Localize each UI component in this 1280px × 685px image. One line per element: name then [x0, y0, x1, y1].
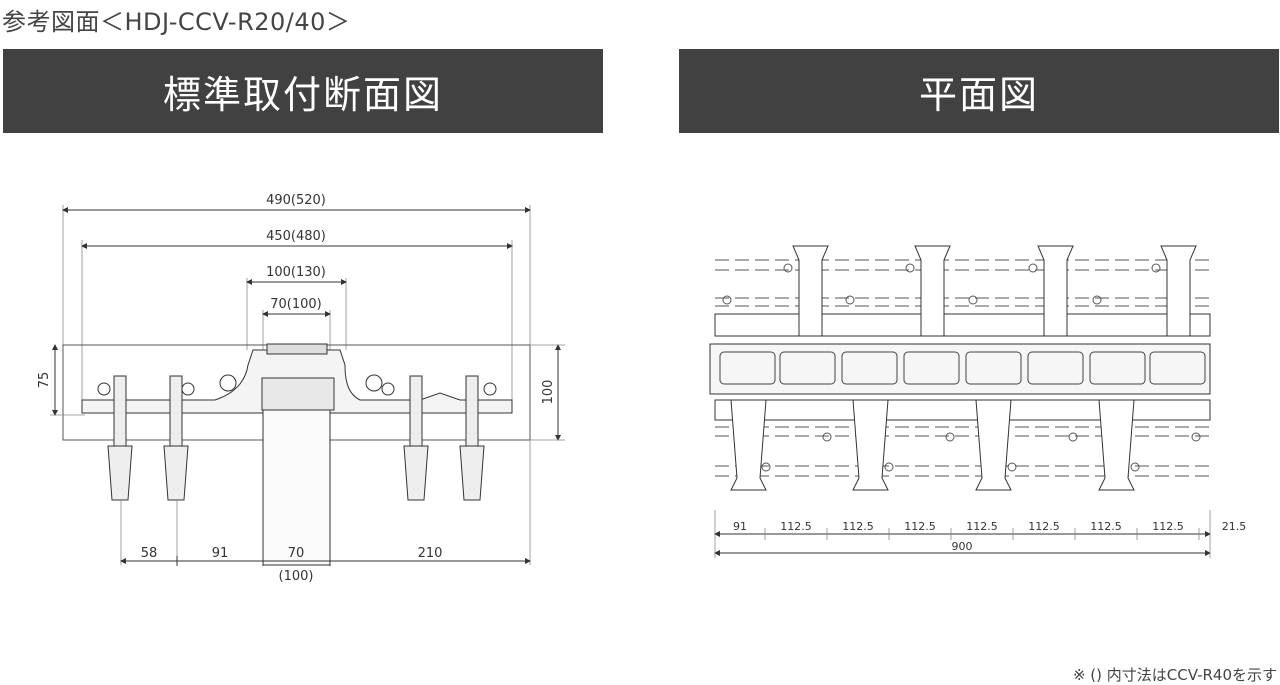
dim-bottom-1: 58 [141, 546, 158, 561]
plan-view-header: 平面図 [679, 49, 1279, 133]
plan-dim-7: 112.5 [1090, 520, 1122, 533]
plan-dim-5: 112.5 [966, 520, 998, 533]
page-title: 参考図面＜HDJ-CCV-R20/40＞ [2, 8, 351, 36]
plan-dim-8: 112.5 [1152, 520, 1184, 533]
plan-dim-3: 112.5 [842, 520, 874, 533]
dim-bottom-4: 210 [418, 546, 443, 561]
dim-inner-width: 450(480) [266, 229, 326, 244]
footnote: ※ () 内寸法はCCV-R40を示す [1072, 666, 1277, 684]
plan-dim-1: 91 [733, 520, 747, 533]
plan-dim-9: 21.5 [1222, 520, 1247, 533]
plan-dim-2: 112.5 [780, 520, 812, 533]
section-view-header: 標準取付断面図 [3, 49, 603, 133]
plan-drawing [709, 245, 1211, 558]
dim-small-width: 70(100) [270, 297, 322, 312]
section-drawing [50, 205, 565, 566]
dim-middle-width: 100(130) [266, 265, 326, 280]
plan-dim-6: 112.5 [1028, 520, 1060, 533]
dim-overall-width: 490(520) [266, 193, 326, 208]
plan-dim-total: 900 [952, 540, 973, 553]
dim-bottom-3: 70 [288, 546, 305, 561]
dim-bottom-2: 91 [212, 546, 229, 561]
plan-dim-4: 112.5 [904, 520, 936, 533]
dim-height-right: 100 [541, 380, 556, 405]
dim-height-left: 75 [37, 372, 52, 389]
dim-bottom-3-alt: (100) [279, 569, 314, 584]
